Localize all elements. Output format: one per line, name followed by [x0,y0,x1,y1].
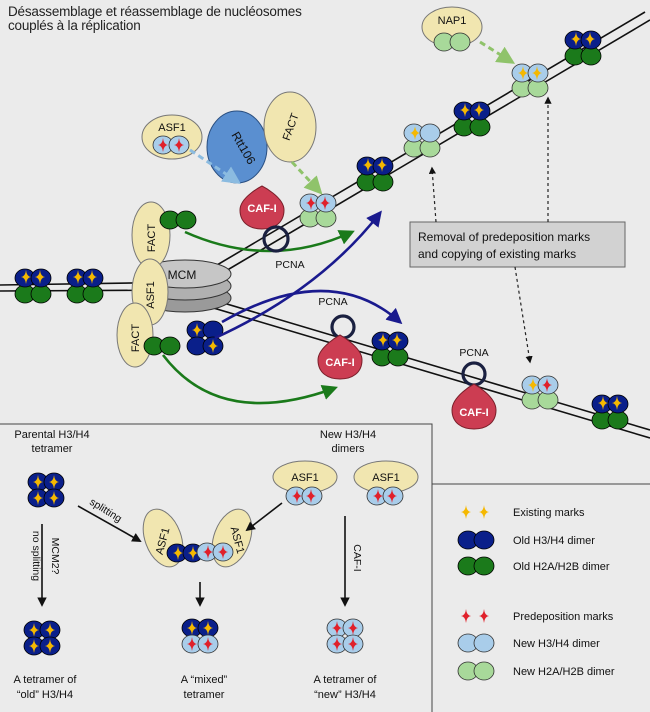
dashed-arrow-nap1 [479,40,516,64]
new-tetramer-label-2: “new” H3/H4 [314,689,376,701]
tetramer-panel: Parental H3/H4 tetramer New H3/H4 dimers… [0,423,433,712]
asf1-label: ASF1 [372,472,400,484]
legend-label: New H3/H4 dimer [513,638,600,650]
cafi-label: CAF-I [459,407,488,419]
legend-old-h3h4: Old H3/H4 dimer [457,530,595,550]
legend-label: Predeposition marks [513,611,614,623]
annotation-line-2: and copying of existing marks [418,247,576,261]
pcna-top: PCNA [262,225,305,271]
parental-tetramer [27,472,65,508]
fact-label: FACT [130,324,142,352]
asf1-top: ASF1 [141,114,203,160]
fact-label: FACT [146,224,158,252]
mcm2-label: MCM2? [49,538,61,575]
fact-top: FACT [263,91,317,163]
fact-bottom-left: FACT [116,302,181,368]
cafi-label: CAF-I [247,203,276,215]
old-tetramer-label-2: “old” H3/H4 [17,689,73,701]
legend-label: Old H2A/H2B dimer [513,561,610,573]
pcna-label: PCNA [318,296,347,308]
legend: Existing marks Old H3/H4 dimer Old H2A/H… [432,483,650,681]
leading-old-nucleosome-1 [357,157,393,191]
dashed-arrow-fact [290,160,323,195]
fact-top-left: FACT [131,201,197,269]
asf1-label: ASF1 [158,122,186,134]
asf1-new-dimer-b: ASF1 [353,460,419,506]
pcna-lagging-2: PCNA [459,347,489,387]
new-nucleosome-top [299,193,337,228]
legend-label: Old H3/H4 dimer [513,535,595,547]
new-tetramer-label-1: A tetramer of [314,674,378,686]
new-label-1: New H3/H4 [320,429,376,441]
legend-new-h2ah2b: New H2A/H2B dimer [457,661,615,681]
asf1-old-dimer: ASF1 [142,508,204,568]
dotted-arrow-3 [514,266,533,364]
pcna-lagging-1: PCNA [318,296,356,340]
legend-label: Existing marks [513,507,585,519]
parental-label-1: Parental H3/H4 [14,429,89,441]
lagging-new-nucleosome [521,375,559,410]
mixed-label-2: tetramer [184,689,225,701]
dna-lagging-strand [199,295,650,439]
old-tetramer-result [23,620,61,656]
title-line-2: couplés à la réplication [8,18,141,33]
asf1-label: ASF1 [291,472,319,484]
mixed-tetramer-result [181,618,219,654]
parental-nucleosome-1 [15,269,51,303]
asf1-mcm: ASF1 [131,258,169,326]
mixed-label-1: A “mixed” [181,674,228,686]
legend-predeposition-marks: Predeposition marks [461,609,614,623]
blue-arrow-down [221,289,403,325]
blue-arrow-up [214,210,382,340]
new-label-2: dimers [331,443,365,455]
annotation-box: Removal of predeposition marks and copyi… [409,221,626,268]
rtt106: Rtt106 [206,110,268,184]
pcna-label: PCNA [275,259,304,271]
leading-new-nucleosome [403,123,441,158]
title-line-1: Désassemblage et réassemblage de nucléos… [8,4,302,19]
asf1-label: ASF1 [145,281,157,309]
parental-nucleosome-2 [67,269,103,303]
lagging-old-nucleosome-1 [372,332,408,366]
legend-existing-marks: Existing marks [461,505,585,519]
parental-label-2: tetramer [32,443,73,455]
legend-new-h3h4: New H3/H4 dimer [457,633,600,653]
green-arrow-top [184,230,355,253]
no-splitting-label: no splitting [30,531,42,581]
cafi-lagging-2: CAF-I [451,383,497,430]
pcna-label: PCNA [459,347,488,359]
annotation-line-1: Removal of predeposition marks [418,230,590,244]
leading-old-nucleosome-2 [454,102,490,136]
legend-label: New H2A/H2B dimer [513,666,615,678]
diagram-title: Désassemblage et réassemblage de nucléos… [8,5,302,33]
green-arrow-bottom [161,354,338,405]
nap1-label: NAP1 [438,15,467,27]
cafi-panel-label: CAF-I [351,544,363,571]
cafi-label: CAF-I [325,357,354,369]
splitting-label: splitting [87,496,124,525]
old-tetramer-label-1: A tetramer of [14,674,78,686]
legend-old-h2ah2b: Old H2A/H2B dimer [457,556,610,576]
asf1-new-dimer: ASF1 [196,508,253,568]
new-tetramer-result [326,618,364,654]
cafi-lagging-1: CAF-I [317,334,363,380]
dotted-arrow-1 [428,166,437,223]
cafi-top: CAF-I [239,185,285,230]
lagging-old-nucleosome-2 [592,395,628,429]
nap1: NAP1 [421,6,483,52]
asf1-new-dimer-a: ASF1 [272,460,338,506]
mcm-label: MCM [168,268,197,282]
